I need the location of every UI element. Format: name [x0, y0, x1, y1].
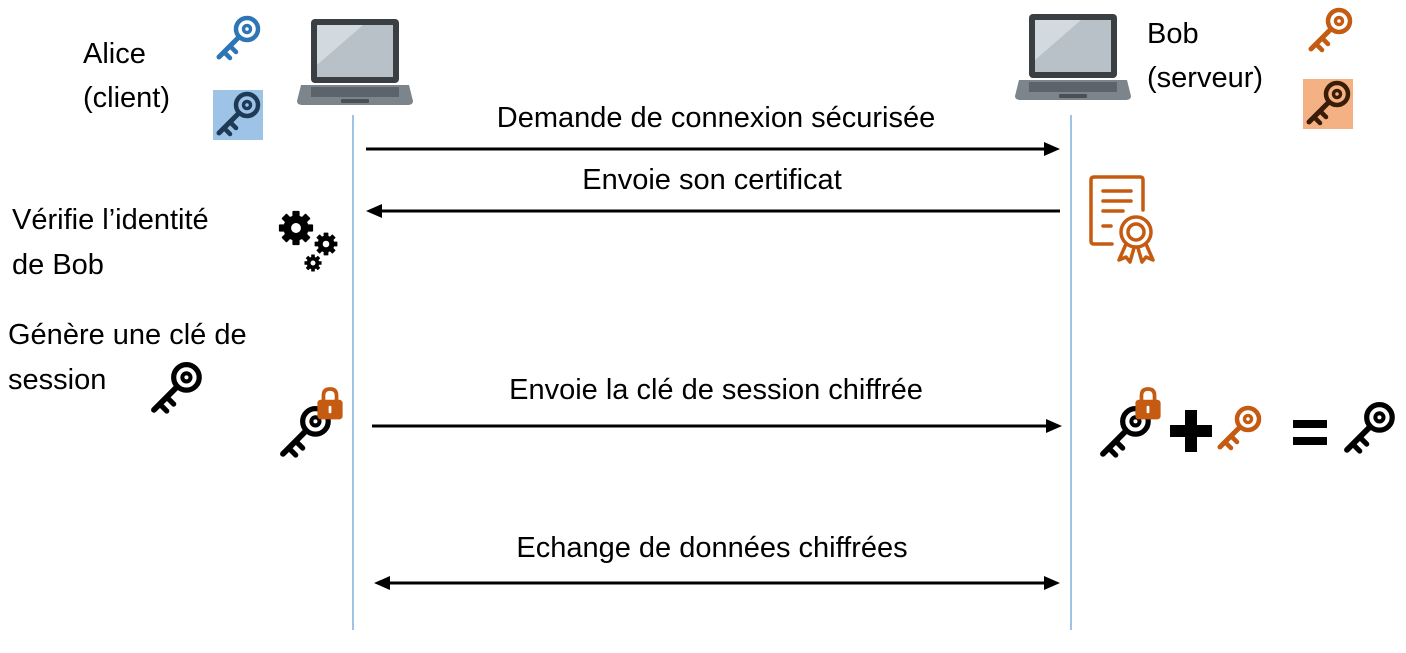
session-key-icon: [147, 360, 205, 418]
decrypted-session-key-icon: [1340, 400, 1398, 458]
verify-step-line1: Vérifie l’identité: [12, 204, 209, 236]
gears-icon: [278, 210, 344, 274]
arrow-to-server-session: [372, 419, 1062, 433]
generate-step-line1: Génère une clé de: [8, 319, 247, 351]
client-name: Alice: [83, 38, 146, 70]
client-lifeline: [352, 115, 354, 630]
client-role: (client): [83, 82, 171, 114]
server-laptop-icon: [1015, 12, 1131, 102]
server-public-key-icon: [1305, 6, 1355, 56]
client-laptop-icon: [297, 17, 413, 107]
generate-step-line2: session: [8, 364, 107, 396]
server-private-key-small-icon: [1214, 404, 1264, 454]
message-send-certificate: Envoie son certificat: [582, 164, 842, 196]
server-lifeline: [1070, 115, 1072, 630]
equals-icon: [1293, 420, 1327, 445]
plus-icon: [1170, 410, 1212, 452]
encrypted-key-icon: [1096, 386, 1166, 466]
certificate-icon: [1089, 175, 1155, 264]
encrypted-session-key-icon: [276, 386, 346, 466]
message-send-session-key: Envoie la clé de session chiffrée: [509, 374, 923, 406]
arrow-to-server: [366, 142, 1060, 156]
client-private-key-icon: [213, 90, 263, 140]
message-encrypted-exchange: Echange de données chiffrées: [516, 532, 908, 564]
server-private-key-icon: [1303, 79, 1353, 129]
verify-step-line2: de Bob: [12, 249, 104, 281]
message-connection-request: Demande de connexion sécurisée: [496, 102, 936, 134]
arrow-bidirectional: [374, 576, 1060, 590]
server-role: (serveur): [1147, 62, 1264, 94]
client-public-key-icon: [213, 14, 263, 64]
arrow-to-client: [366, 204, 1060, 218]
server-name: Bob: [1147, 18, 1199, 50]
